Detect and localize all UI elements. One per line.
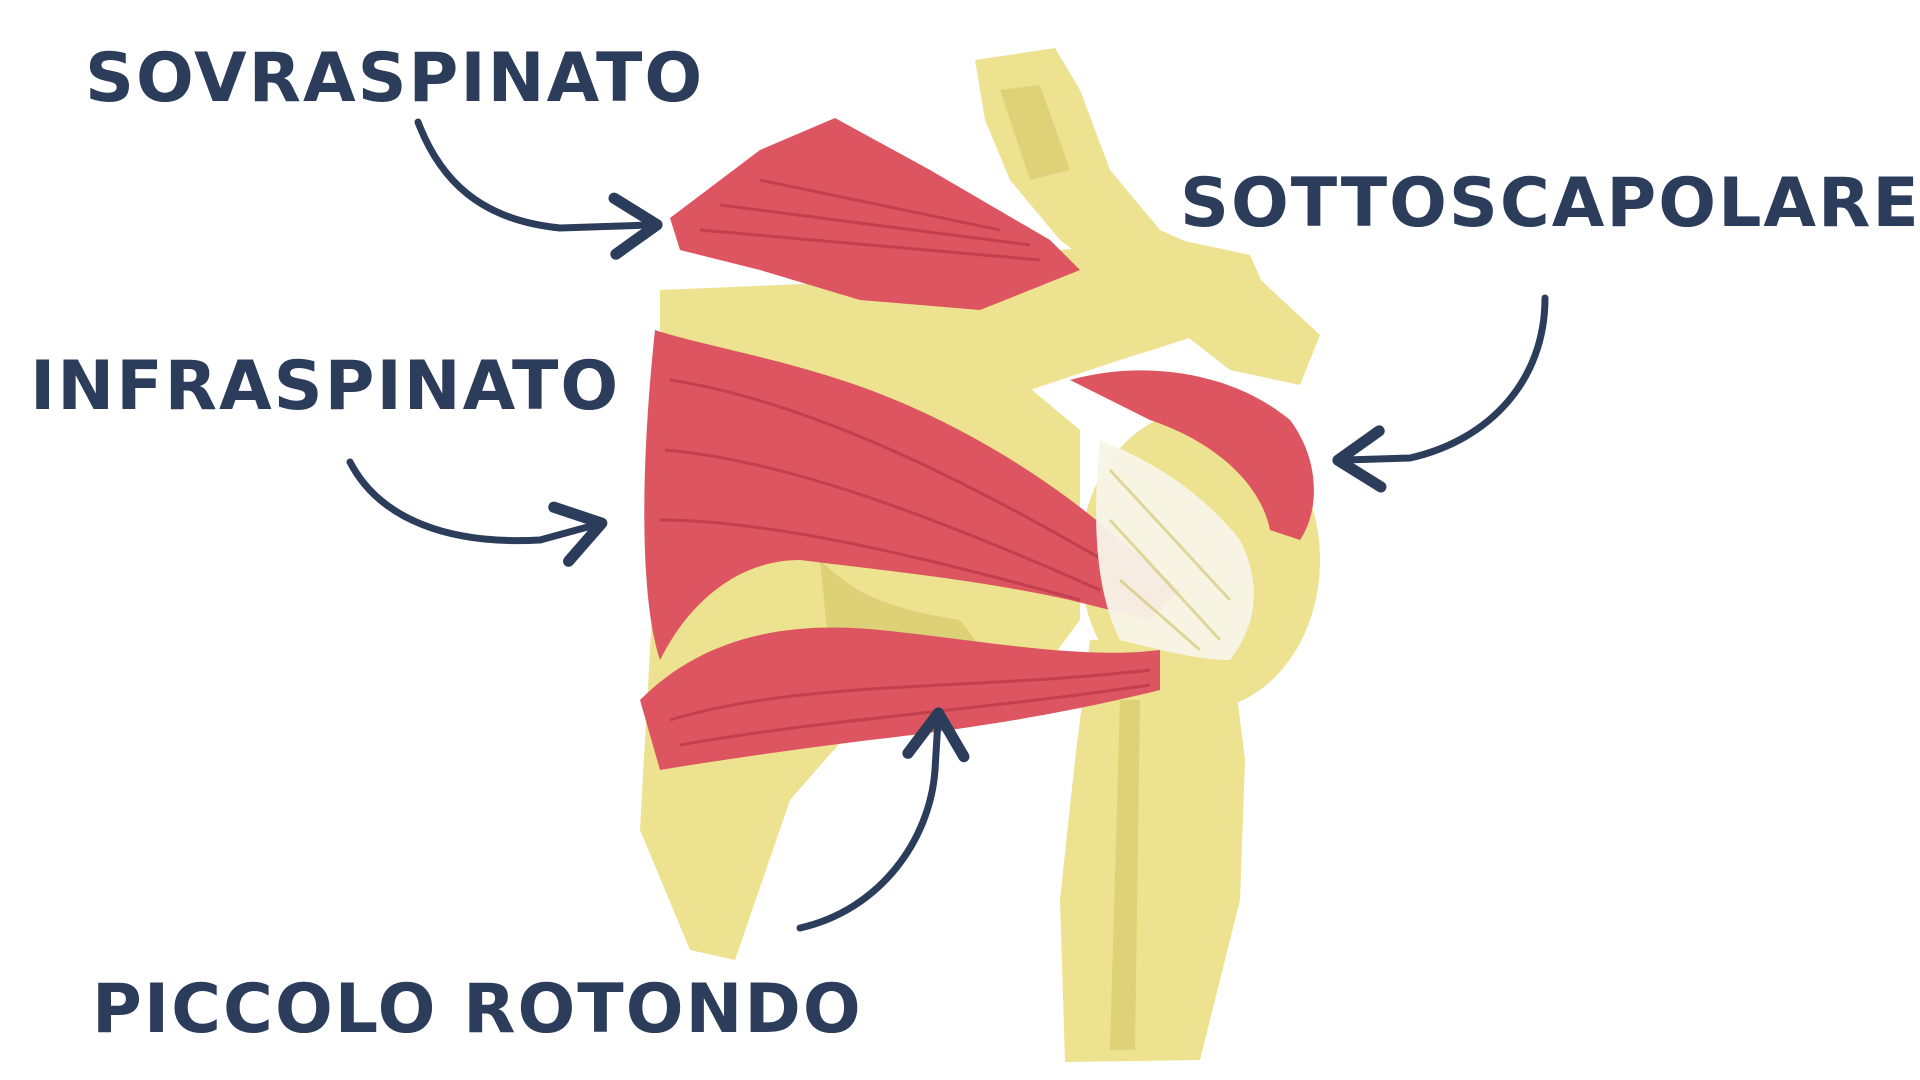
subscapularis-muscle [1070,370,1314,540]
clavicle-shading [1000,85,1070,180]
infraspinatus-fibers [659,378,1121,602]
label-sovraspinato: SOVRASPINATO [85,39,705,118]
label-piccolo-rotondo: PICCOLO ROTONDO [92,970,863,1049]
arrow-infraspinato [346,458,608,567]
clavicle [975,48,1320,385]
tendon-fibers [1108,468,1232,652]
rotator-cuff-tendon [1096,440,1254,660]
arrow-sovraspinato [414,118,663,260]
humerus-shading [1110,700,1140,1050]
label-sottoscapolare: SOTTOSCAPOLARE [1180,164,1920,243]
arrow-sottoscapolare [1332,294,1549,493]
humerus-bone [1060,640,1245,1062]
teres-minor-muscle [640,627,1160,770]
infraspinatus-muscle [644,330,1180,660]
arrow-piccolo-rotondo [796,707,970,932]
supraspinatus-fibers [699,178,1041,262]
supraspinatus-muscle [670,118,1080,310]
label-infraspinato: INFRASPINATO [30,347,621,426]
